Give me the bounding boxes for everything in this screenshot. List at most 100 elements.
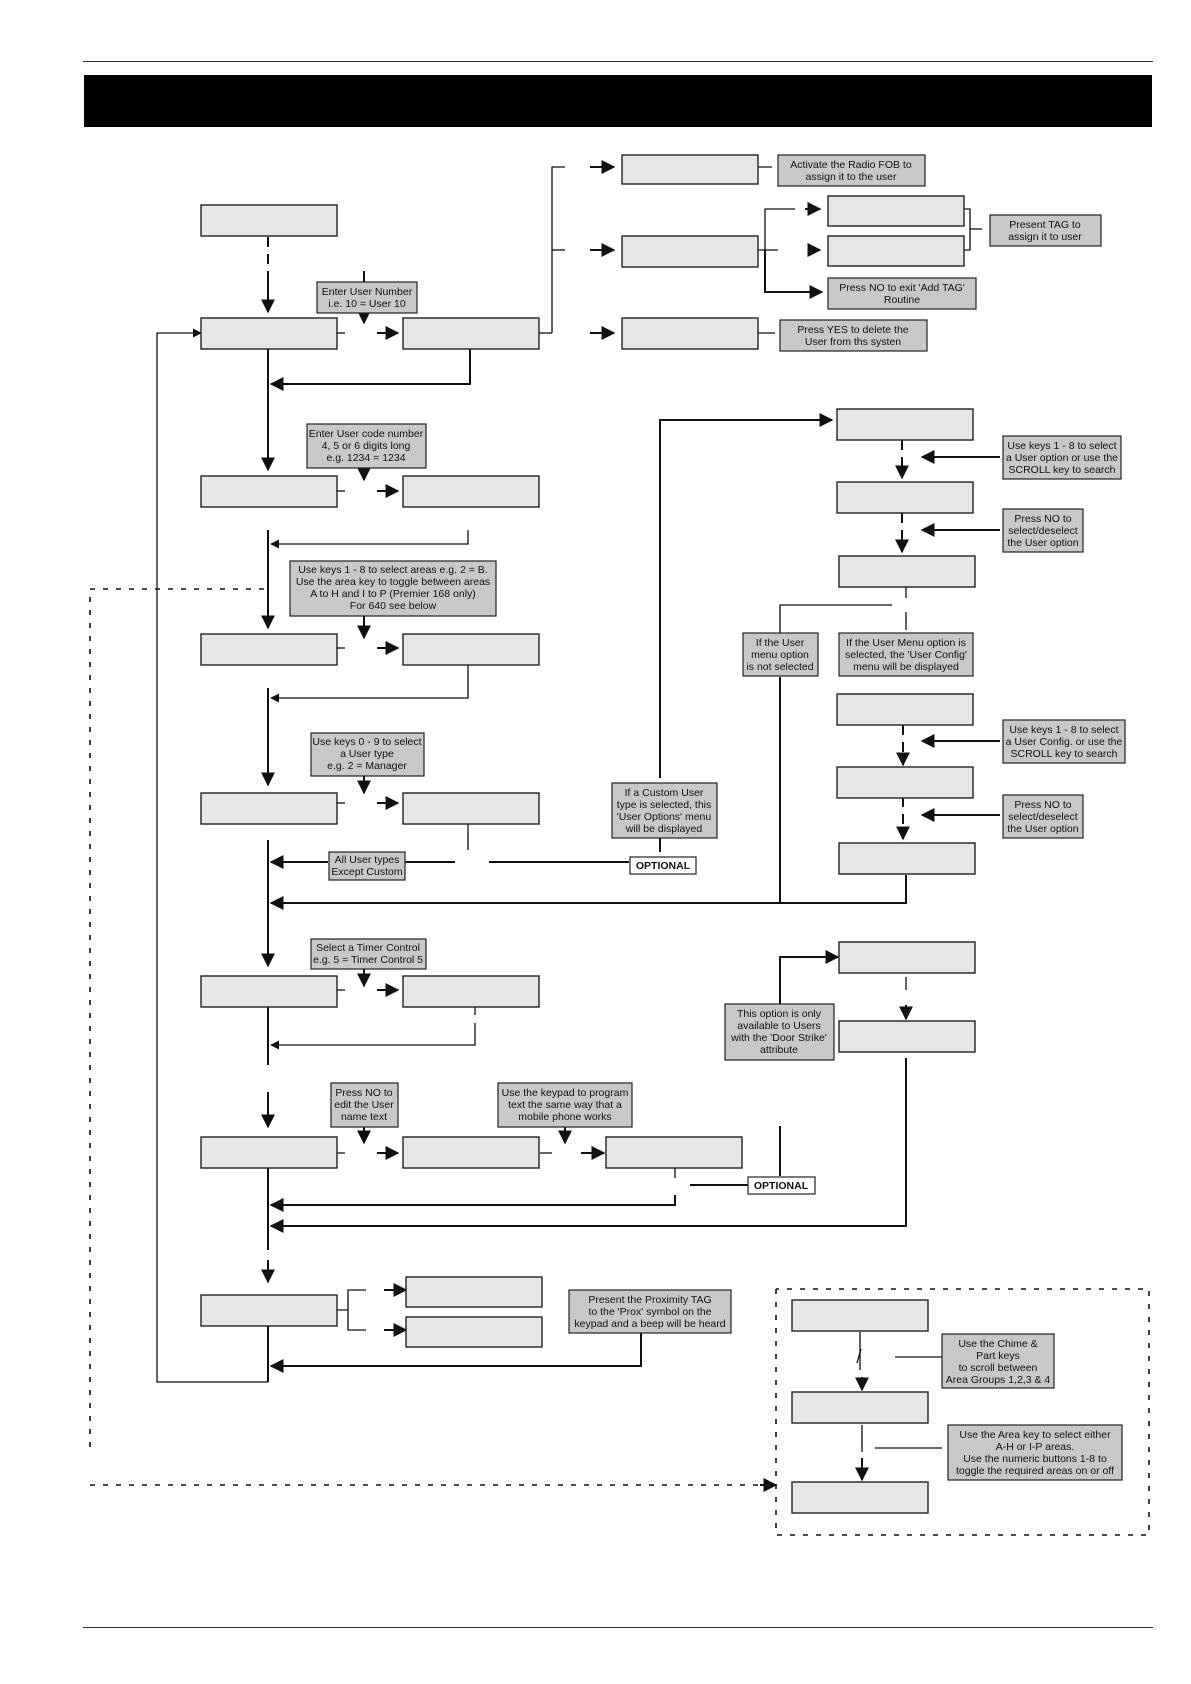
note-line: Enter User Number [322, 286, 413, 298]
note-line: with the 'Door Strike' [730, 1032, 827, 1044]
note-line: Press NO to exit 'Add TAG' [839, 282, 965, 294]
display-box-door-strike-2 [838, 1020, 976, 1053]
note-line: menu will be displayed [853, 661, 959, 673]
optional-tag-user-options [629, 856, 697, 875]
note-line: mobile phone works [518, 1111, 611, 1123]
note-line: Select a Timer Control [316, 942, 420, 954]
note-line: e.g. 5 = Timer Control 5 [313, 954, 423, 966]
note-user-menu-selected [838, 632, 974, 677]
note-line: toggle the required areas on or off [956, 1465, 1114, 1477]
note-line: Use the keypad to program [502, 1087, 629, 1099]
note-line: This option is only [737, 1008, 822, 1020]
note-line: type is selected, this [617, 799, 712, 811]
note-custom-user [611, 782, 718, 839]
optional-label-1: OPTIONAL [636, 860, 691, 872]
note-radio-fob [777, 154, 926, 187]
note-line: will be displayed [625, 823, 703, 835]
note-enter-user-code [306, 423, 427, 469]
note-line: e.g. 1234 = 1234 [326, 452, 405, 464]
note-line: Use keys 1 - 8 to select [1009, 724, 1118, 736]
note-line: the User option [1007, 537, 1078, 549]
display-box-area-range [791, 1391, 929, 1424]
note-user-config-no [1002, 794, 1084, 839]
display-box-user-selected [402, 317, 540, 350]
note-line: is not selected [746, 661, 813, 673]
note-all-user-types [328, 851, 406, 881]
note-keypad-text [497, 1082, 633, 1128]
note-line: Use the Chime & [958, 1338, 1037, 1350]
note-user-config-keys [1002, 719, 1126, 764]
note-line: A to H and I to P (Premier 168 only) [310, 588, 476, 600]
note-line: Present the Proximity TAG [588, 1294, 711, 1306]
optional-label-2: OPTIONAL [754, 1180, 809, 1192]
note-line: Activate the Radio FOB to [790, 159, 912, 171]
display-box-radio-fob [621, 154, 759, 185]
note-line: User from ths systen [805, 336, 901, 348]
note-door-strike [724, 1003, 835, 1061]
note-line: keypad and a beep will be heard [574, 1318, 725, 1330]
note-area-key [947, 1424, 1123, 1481]
note-line: a User option or use the [1006, 452, 1118, 464]
display-box-edit-name [402, 1136, 540, 1169]
note-line: name text [341, 1111, 387, 1123]
display-box-user-config-1 [836, 693, 974, 726]
note-line: assign it to the user [805, 171, 897, 183]
note-line: Use keys 1 - 8 to select [1007, 440, 1116, 452]
note-exit-add-tag-text: Press NO to exit 'Add TAG'Routine [839, 282, 965, 306]
note-line: selected, the 'User Config' [845, 649, 967, 661]
note-line: If a Custom User [625, 787, 704, 799]
note-line: Use the area key to toggle between areas [296, 576, 490, 588]
note-user-option-no [1002, 508, 1084, 553]
note-line: Part keys [976, 1350, 1020, 1362]
note-line: select/deselect [1008, 525, 1078, 537]
note-line: i.e. 10 = User 10 [328, 298, 405, 310]
note-line: menu option [751, 649, 809, 661]
section-header-bar [84, 75, 1152, 127]
note-line: the User option [1007, 823, 1078, 835]
display-box-name-entered [605, 1136, 743, 1169]
note-line: SCROLL key to search [1009, 464, 1116, 476]
display-box-add-tag [621, 235, 759, 268]
note-line: Routine [884, 294, 920, 306]
note-line: a User type [340, 748, 394, 760]
display-box-user-config-2 [836, 766, 974, 799]
note-present-tag [989, 214, 1102, 247]
note-line: edit the User [334, 1099, 394, 1111]
note-prox-tag [568, 1289, 732, 1334]
display-box-door-strike-1 [838, 941, 976, 974]
display-box-prox-1 [405, 1276, 543, 1308]
display-box-prox-2 [405, 1316, 543, 1348]
note-line: Enter User code number [309, 428, 424, 440]
note-line: assign it to user [1008, 231, 1082, 243]
display-box-user-options-2 [836, 481, 974, 514]
note-exit-add-tag [827, 277, 977, 310]
display-box-area-group [791, 1299, 929, 1332]
note-line: 4, 5 or 6 digits long [322, 440, 411, 452]
note-timer-control [310, 938, 427, 970]
display-box-user-number [200, 317, 338, 350]
display-box-timer-selected [402, 975, 540, 1008]
top-rule [83, 61, 1153, 62]
note-user-option-keys [1002, 435, 1122, 480]
display-box-user-code-entered [402, 475, 540, 508]
display-box-user-type [200, 792, 338, 825]
bottom-rule [83, 1627, 1153, 1628]
display-box-delete-user [621, 317, 759, 350]
note-line: Area Groups 1,2,3 & 4 [946, 1374, 1051, 1386]
display-box-tag-2 [827, 235, 965, 267]
note-line: Except Custom [331, 866, 402, 878]
note-line: e.g. 2 = Manager [327, 760, 407, 772]
